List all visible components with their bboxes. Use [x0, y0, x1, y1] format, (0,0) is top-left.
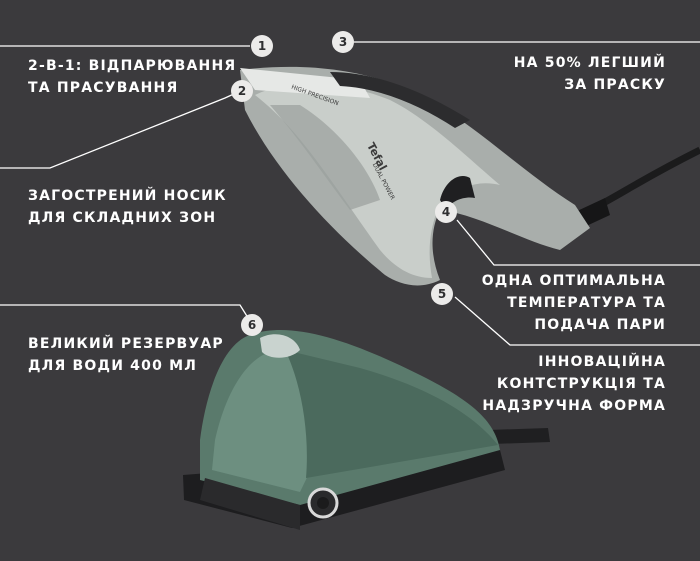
badge-2: 2	[231, 80, 253, 102]
leader-line-2	[0, 92, 237, 169]
callout-6-text: ВЕЛИКИЙ РЕЗЕРВУАР ДЛЯ ВОДИ 400 МЛ	[28, 336, 224, 374]
callout-2-text: ЗАГОСТРЕНИЙ НОСИК ДЛЯ СКЛАДНИХ ЗОН	[28, 188, 227, 226]
charging-base	[183, 329, 550, 530]
leader-line-6	[0, 304, 251, 322]
callout-1-text: 2-В-1: ВІДПАРЮВАННЯ ТА ПРАСУВАННЯ	[28, 58, 237, 96]
leader-line-5	[454, 296, 700, 346]
badge-4: 4	[435, 201, 457, 223]
badge-1: 1	[251, 35, 273, 57]
badge-5: 5	[431, 283, 453, 305]
callout-5-text: ІННОВАЦІЙНА КОНТСТРУКЦІЯ ТА НАДЗРУЧНА ФО…	[482, 354, 666, 414]
steamer-body	[240, 66, 590, 286]
badge-6: 6	[241, 314, 263, 336]
callout-4-text: ОДНА ОПТИМАЛЬНА ТЕМПЕРАТУРА ТА ПОДАЧА ПА…	[481, 273, 666, 333]
badge-3: 3	[332, 31, 354, 53]
leader-lines	[0, 41, 700, 346]
callout-3-text: НА 50% ЛЕГШИЙ ЗА ПРАСКУ	[513, 55, 666, 93]
leader-line-4	[456, 219, 700, 266]
